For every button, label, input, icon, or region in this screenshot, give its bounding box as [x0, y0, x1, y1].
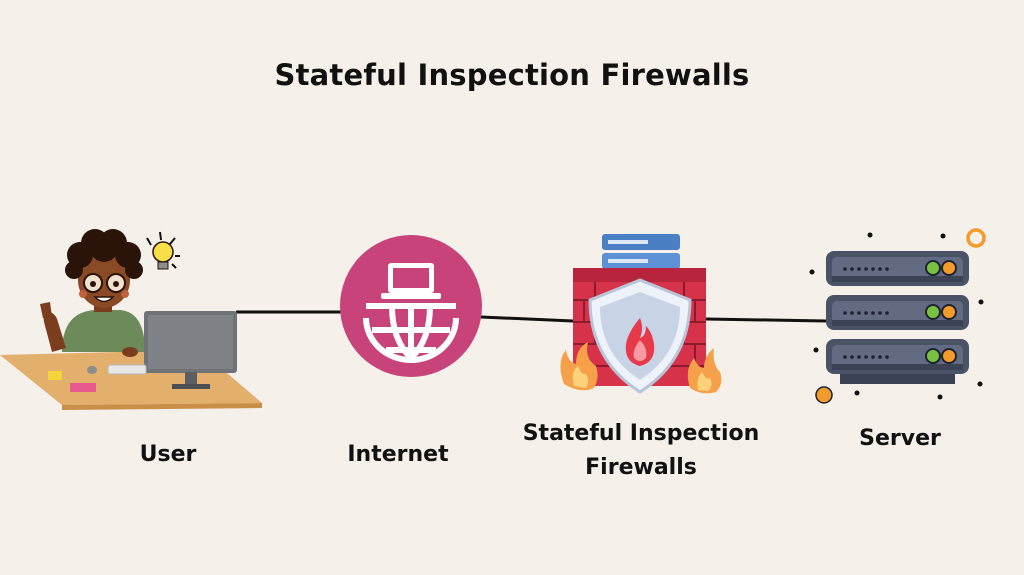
firewall-label-line1: Stateful Inspection [522, 421, 760, 446]
server-label: Server [859, 426, 941, 451]
user-head [78, 252, 130, 308]
connector-firewall-server [705, 317, 827, 323]
server-icon [809, 228, 986, 404]
connector-internet-firewall [480, 315, 574, 323]
internet-globe-icon [340, 235, 482, 377]
server-unit-1 [826, 251, 969, 286]
lightbulb-icon [146, 231, 180, 270]
internet-label: Internet [347, 442, 449, 467]
firewall-label: Stateful Inspection Firewalls [510, 417, 772, 485]
server-unit-3 [826, 339, 969, 374]
diagram-title: Stateful Inspection Firewalls [274, 58, 750, 92]
decorative-dots [809, 232, 984, 400]
connector-lines [236, 310, 827, 323]
user-illustration [0, 229, 262, 410]
firewall-icon [560, 234, 722, 394]
firewall-label-line2: Firewalls [585, 455, 697, 480]
user-label: User [139, 442, 197, 467]
server-unit-2 [826, 295, 969, 330]
